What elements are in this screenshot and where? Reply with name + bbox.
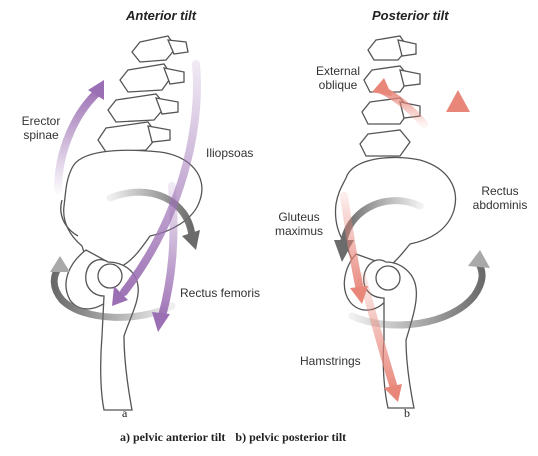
panel-a-lumbar-spine: [98, 36, 188, 152]
label-gluteus-maximus-line2: maximus: [270, 224, 328, 238]
label-erector-spinae-line1: Erector: [14, 114, 68, 128]
label-rectus-abdominis-line2: abdominis: [468, 198, 532, 212]
label-gluteus-maximus: Gluteus maximus: [270, 210, 328, 238]
label-rectus-abdominis-line1: Rectus: [468, 184, 532, 198]
label-iliopsoas: Iliopsoas: [206, 146, 253, 160]
label-hamstrings: Hamstrings: [300, 354, 361, 368]
caption-b: b) pelvic posterior tilt: [235, 430, 346, 444]
label-erector-spinae-line2: spinae: [14, 128, 68, 142]
label-external-oblique-line2: oblique: [308, 78, 368, 92]
panel-b-title: Posterior tilt: [372, 8, 449, 23]
label-gluteus-maximus-line1: Gluteus: [270, 210, 328, 224]
panel-b-letter: b: [404, 406, 410, 421]
caption-a: a) pelvic anterior tilt: [120, 430, 225, 444]
panel-a-skeleton: [61, 36, 202, 410]
label-erector-spinae: Erector spinae: [14, 114, 68, 142]
label-rectus-femoris: Rectus femoris: [180, 286, 260, 300]
panel-a-letter: a: [122, 406, 127, 421]
panel-b-rectus-abdominis-arrow: [446, 90, 470, 260]
figure-caption: a) pelvic anterior tilt b) pelvic posteri…: [120, 430, 356, 445]
label-rectus-abdominis: Rectus abdominis: [468, 184, 532, 212]
panel-a-title: Anterior tilt: [126, 8, 196, 23]
label-external-oblique: External oblique: [308, 64, 368, 92]
label-external-oblique-line1: External: [308, 64, 368, 78]
